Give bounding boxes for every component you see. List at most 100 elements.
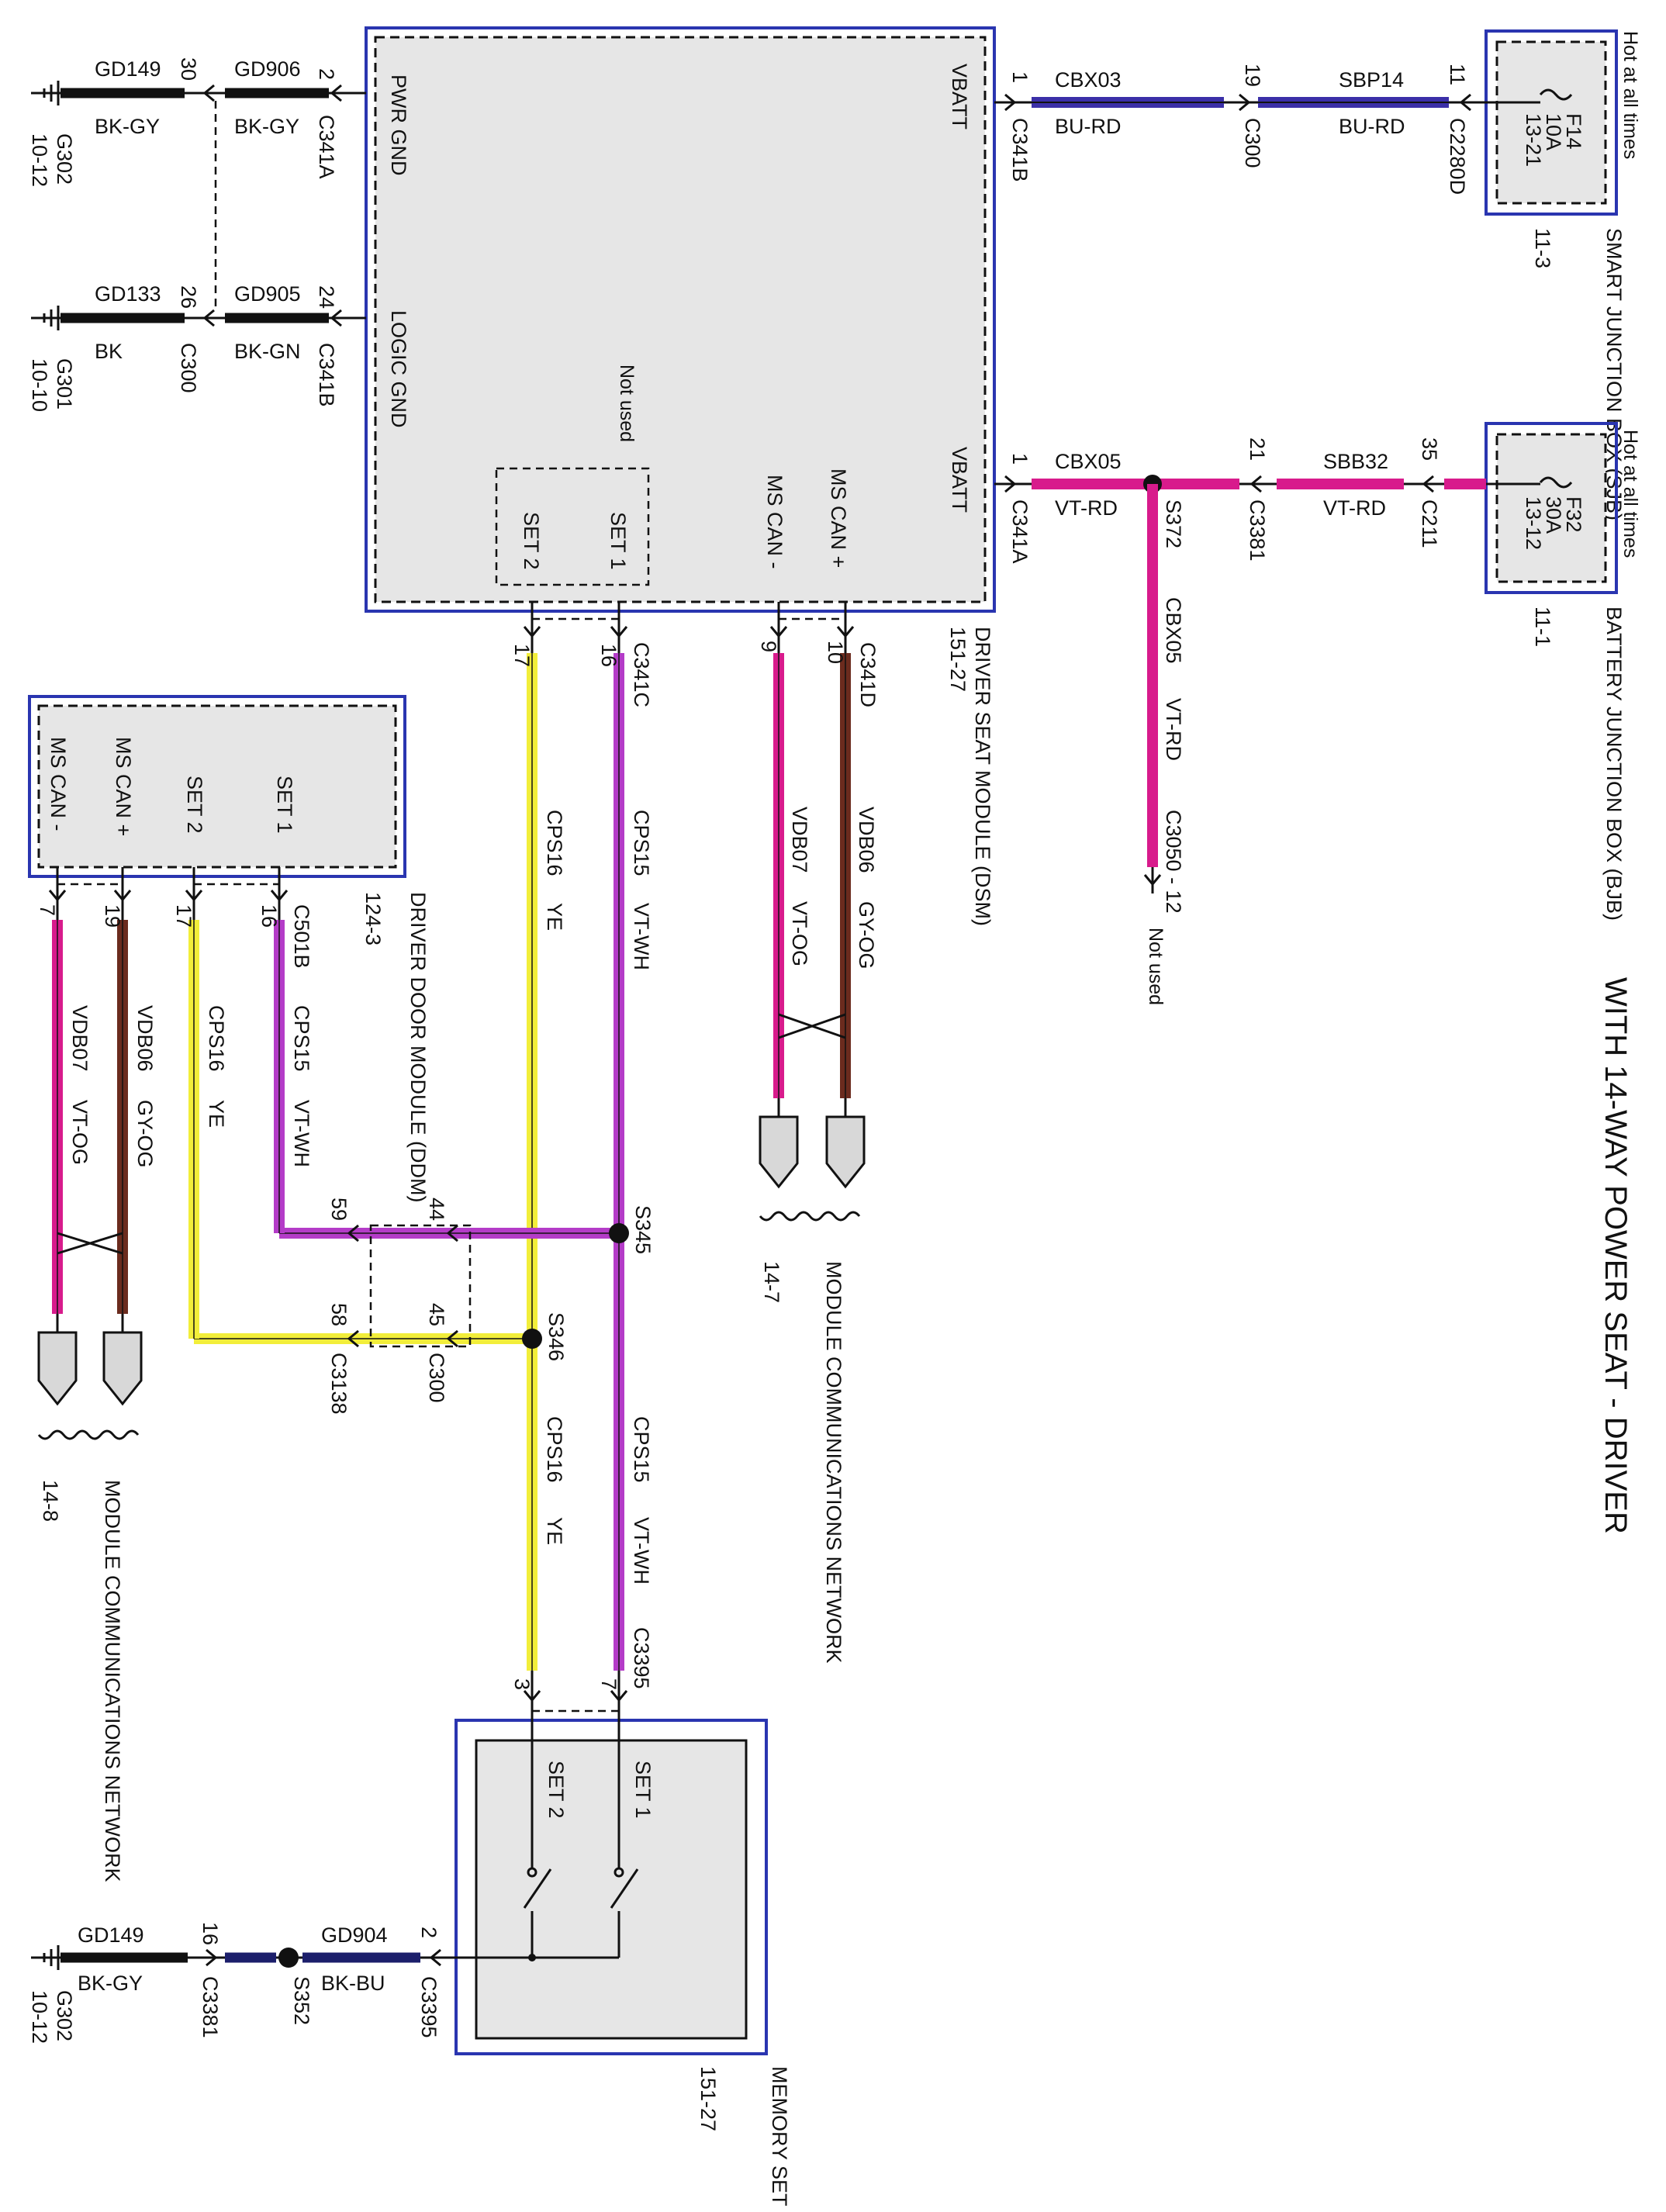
svg-text:G302: G302 [53, 1990, 76, 2041]
svg-text:CPS16: CPS16 [543, 1416, 566, 1483]
wire-vdb06-vdb07-dsm: 9 10 C341D VDB06 GY-OG VDB07 VT-OG MODUL… [757, 602, 880, 1664]
svg-text:C300: C300 [1241, 118, 1264, 168]
svg-text:CPS15: CPS15 [630, 810, 653, 876]
dsm-vbatt-1: VBATT [948, 64, 971, 130]
dsm-not-used: Not used [616, 365, 638, 442]
svg-text:35: 35 [1418, 437, 1441, 461]
svg-text:SMART JUNCTION BOX (SJB): SMART JUNCTION BOX (SJB) [1602, 228, 1626, 520]
driver-seat-module: PWR GND LOGIC GND VBATT VBATT MS CAN + M… [365, 26, 996, 926]
wire-cps15-cps16-dsm: 17 16 C341C CPS15 VT-WH CPS16 YE S345 S3… [510, 602, 655, 1689]
svg-text:C300: C300 [425, 1353, 448, 1403]
dsm-ms-can-minus: MS CAN - [763, 475, 786, 569]
svg-text:GD906: GD906 [234, 57, 301, 81]
svg-text:10-10: 10-10 [28, 358, 51, 412]
svg-text:21: 21 [1246, 437, 1269, 461]
dsm-set2: SET 2 [520, 512, 543, 570]
diagram-title: WITH 14-WAY POWER SEAT - DRIVER [1599, 977, 1633, 1534]
svg-text:GD904: GD904 [321, 1923, 388, 1947]
svg-text:GD149: GD149 [95, 57, 161, 81]
svg-text:BK-GY: BK-GY [78, 1972, 143, 1995]
svg-text:BK-BU: BK-BU [321, 1972, 385, 1995]
wire-cps15-branch: 59 44 [279, 1198, 629, 1243]
svg-text:C341D: C341D [856, 642, 880, 707]
svg-text:BK: BK [95, 340, 123, 363]
dsm-pwr-gnd: PWR GND [387, 74, 410, 176]
svg-text:VT-WH: VT-WH [630, 1517, 653, 1585]
svg-text:GD133: GD133 [95, 282, 161, 306]
svg-text:13-12: 13-12 [1522, 496, 1545, 550]
svg-text:S372: S372 [1162, 499, 1185, 548]
svg-text:17: 17 [172, 904, 195, 928]
svg-text:16: 16 [258, 904, 281, 928]
svg-text:BU-RD: BU-RD [1339, 115, 1405, 138]
svg-text:C2280D: C2280D [1446, 118, 1469, 195]
svg-text:VT-RD: VT-RD [1162, 698, 1185, 761]
svg-text:124-3: 124-3 [361, 892, 385, 945]
svg-text:44: 44 [425, 1198, 448, 1221]
svg-text:24: 24 [315, 285, 338, 309]
svg-text:CPS15: CPS15 [630, 1416, 653, 1483]
svg-text:G302: G302 [53, 133, 76, 185]
svg-text:2: 2 [417, 1927, 441, 1938]
dsm-logic-gnd: LOGIC GND [387, 310, 410, 428]
svg-text:S345: S345 [631, 1205, 655, 1254]
svg-text:VT-WH: VT-WH [630, 903, 653, 970]
svg-text:16: 16 [597, 644, 620, 667]
svg-text:Hot at all times: Hot at all times [1619, 31, 1641, 159]
svg-text:DRIVER DOOR MODULE (DDM): DRIVER DOOR MODULE (DDM) [406, 892, 430, 1203]
svg-text:MS CAN +: MS CAN + [112, 737, 135, 836]
svg-text:SET 2: SET 2 [544, 1761, 568, 1819]
wire-cbx05-drop: CBX05 VT-RD C3050 - 12 Not used [1143, 484, 1185, 1005]
dsm-ref: 151-27 [946, 627, 970, 692]
svg-text:9: 9 [757, 641, 780, 652]
smart-junction-box: F14 10A 13-21 Hot at all times SMART JUN… [1485, 29, 1641, 520]
svg-text:C3138: C3138 [327, 1353, 351, 1415]
svg-text:C3395: C3395 [630, 1627, 653, 1689]
svg-text:SBP14: SBP14 [1339, 68, 1404, 92]
wire-cbx05-sbb32: CBX05 VT-RD SBB32 VT-RD 1 C341A 21 C3381… [994, 437, 1540, 564]
svg-text:VT-RD: VT-RD [1323, 496, 1386, 520]
svg-text:C3395: C3395 [417, 1976, 441, 2038]
svg-text:1: 1 [1008, 453, 1032, 465]
wire-cps16-branch: 58 C3138 45 C300 [194, 1303, 542, 1415]
svg-text:19: 19 [1241, 64, 1264, 87]
svg-text:10-12: 10-12 [28, 1990, 51, 2044]
svg-text:14-8: 14-8 [39, 1480, 62, 1522]
svg-text:45: 45 [425, 1303, 448, 1326]
svg-text:C3381: C3381 [1246, 499, 1269, 562]
svg-text:SET 1: SET 1 [631, 1761, 655, 1819]
svg-text:VT-OG: VT-OG [788, 901, 811, 966]
svg-text:C341B: C341B [1008, 118, 1032, 182]
svg-text:BK-GN: BK-GN [234, 340, 301, 363]
svg-text:BATTERY JUNCTION BOX (BJB): BATTERY JUNCTION BOX (BJB) [1602, 607, 1626, 921]
svg-text:SBB32: SBB32 [1323, 450, 1388, 473]
svg-text:F14: F14 [1562, 113, 1585, 150]
svg-text:MODULE COMMUNICATIONS NETWORK: MODULE COMMUNICATIONS NETWORK [822, 1261, 845, 1664]
wire-ddm-set-lines: 16 C501B 17 CPS15 VT-WH CPS16 YE [172, 867, 313, 1339]
svg-text:CBX03: CBX03 [1055, 68, 1122, 92]
svg-text:GY-OG: GY-OG [133, 1100, 157, 1168]
svg-text:10-12: 10-12 [28, 133, 51, 187]
svg-text:Not used: Not used [1145, 928, 1167, 1005]
battery-junction-box: F32 30A 13-12 Hot at all times BATTERY J… [1485, 422, 1641, 921]
svg-text:GD905: GD905 [234, 282, 301, 306]
svg-text:SET 1: SET 1 [273, 776, 296, 834]
svg-text:S346: S346 [544, 1312, 568, 1361]
svg-text:CBX05: CBX05 [1162, 597, 1185, 664]
svg-text:MEMORY SET SWITCH: MEMORY SET SWITCH [768, 2066, 791, 2212]
svg-text:10: 10 [824, 641, 847, 664]
c300-c3138-dash [369, 1224, 472, 1348]
svg-text:VDB06: VDB06 [133, 1005, 157, 1072]
svg-text:YE: YE [205, 1100, 228, 1128]
dsm-name: DRIVER SEAT MODULE (DSM) [971, 627, 994, 926]
wire-gd149-gd904: GD149 BK-GY GD904 BK-BU 16 C3381 S352 2 … [58, 1922, 441, 2038]
svg-text:14-7: 14-7 [760, 1261, 783, 1303]
wire-gd149-top: GD149 BK-GY GD906 BK-GY 30 2 C341A [58, 57, 366, 179]
wire-ddm-can-lines: 7 19 VDB07 VT-OG VDB06 GY-OG MODULE COMM… [36, 867, 157, 1882]
svg-text:C3050 - 12: C3050 - 12 [1162, 810, 1185, 914]
svg-text:C341C: C341C [630, 642, 653, 707]
svg-text:VDB06: VDB06 [855, 807, 878, 873]
svg-text:10A: 10A [1542, 113, 1565, 150]
svg-text:S352: S352 [290, 1976, 313, 2025]
svg-text:C501B: C501B [290, 904, 313, 969]
